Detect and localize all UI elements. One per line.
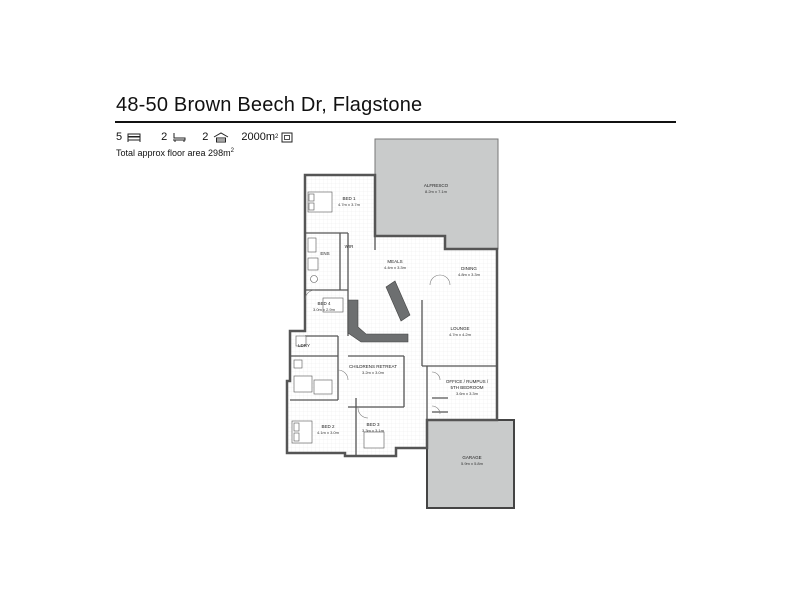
- lounge-label: LOUNGE: [450, 326, 469, 331]
- bed2-label: BED 2: [321, 424, 335, 429]
- car-spec: 2: [202, 131, 229, 143]
- land-area-value: 2000m: [241, 131, 276, 143]
- bed1-label: BED 1: [342, 196, 356, 201]
- childrens-retreat-label: CHILDRENS RETREAT: [349, 364, 397, 369]
- floor-area-label: Total approx floor area 298m: [116, 148, 231, 158]
- garage-dims: 5.9m x 5.8m: [461, 461, 484, 466]
- lounge-dims: 4.7m x 4.2m: [449, 332, 472, 337]
- office-label: OFFICE / RUMPUS /: [446, 379, 489, 384]
- door-swings: [304, 274, 451, 419]
- bath-icon: [173, 132, 186, 142]
- land-area-unit-sup: 2: [275, 134, 279, 140]
- office-dims: 3.6m x 3.3m: [456, 391, 479, 396]
- wir-label: WIR: [345, 244, 354, 249]
- wet-area-fixtures: [293, 237, 333, 395]
- garage-area: [426, 419, 515, 509]
- alfresco-label: ALFRESCO: [424, 183, 449, 188]
- bedroom-count: 5: [116, 131, 123, 143]
- floor-area-unit-sup: 2: [230, 148, 234, 154]
- meals-label: MEALS: [387, 259, 402, 264]
- bathroom-count: 2: [161, 131, 168, 143]
- laundry-label: LDRY: [298, 343, 310, 348]
- dining-label: DINING: [461, 266, 477, 271]
- bed3-dims: 3.3m x 3.1m: [362, 428, 385, 433]
- garage-label: GARAGE: [462, 455, 481, 460]
- bed3-label: BED 3: [366, 422, 380, 427]
- property-address-title: 48-50 Brown Beech Dr, Flagstone: [116, 94, 423, 116]
- kitchen-island: [385, 280, 411, 322]
- land-area-icon: [281, 132, 293, 142]
- internal-walls: [290, 232, 497, 456]
- bathroom-spec: 2: [161, 131, 186, 143]
- bed4-label: BED 4: [317, 301, 331, 306]
- title-divider: [115, 121, 676, 123]
- garage-icon: [214, 131, 229, 142]
- dining-dims: 4.8m x 3.3m: [458, 272, 481, 277]
- bed-icon: [127, 133, 141, 142]
- alfresco-dims: 8.2m x 7.1m: [425, 189, 448, 194]
- kitchen-bench: [347, 299, 409, 343]
- bed4-dims: 3.0m x 2.9m: [313, 307, 336, 312]
- childrens-retreat-dims: 3.2m x 3.0m: [362, 370, 385, 375]
- meals-dims: 4.4m x 3.3m: [384, 265, 407, 270]
- bedroom-spec: 5: [116, 131, 141, 143]
- bed1-dims: 4.7m x 3.7m: [338, 202, 361, 207]
- bed2-dims: 4.1m x 3.0m: [317, 430, 340, 435]
- alfresco-area: [374, 138, 499, 250]
- bed-fixtures: [291, 191, 385, 449]
- ens-label: ENS: [320, 251, 329, 256]
- office-label-line2: 5TH BEDROOM: [450, 385, 483, 390]
- floor-area-text: Total approx floor area 298m2: [116, 148, 234, 158]
- car-count: 2: [202, 131, 209, 143]
